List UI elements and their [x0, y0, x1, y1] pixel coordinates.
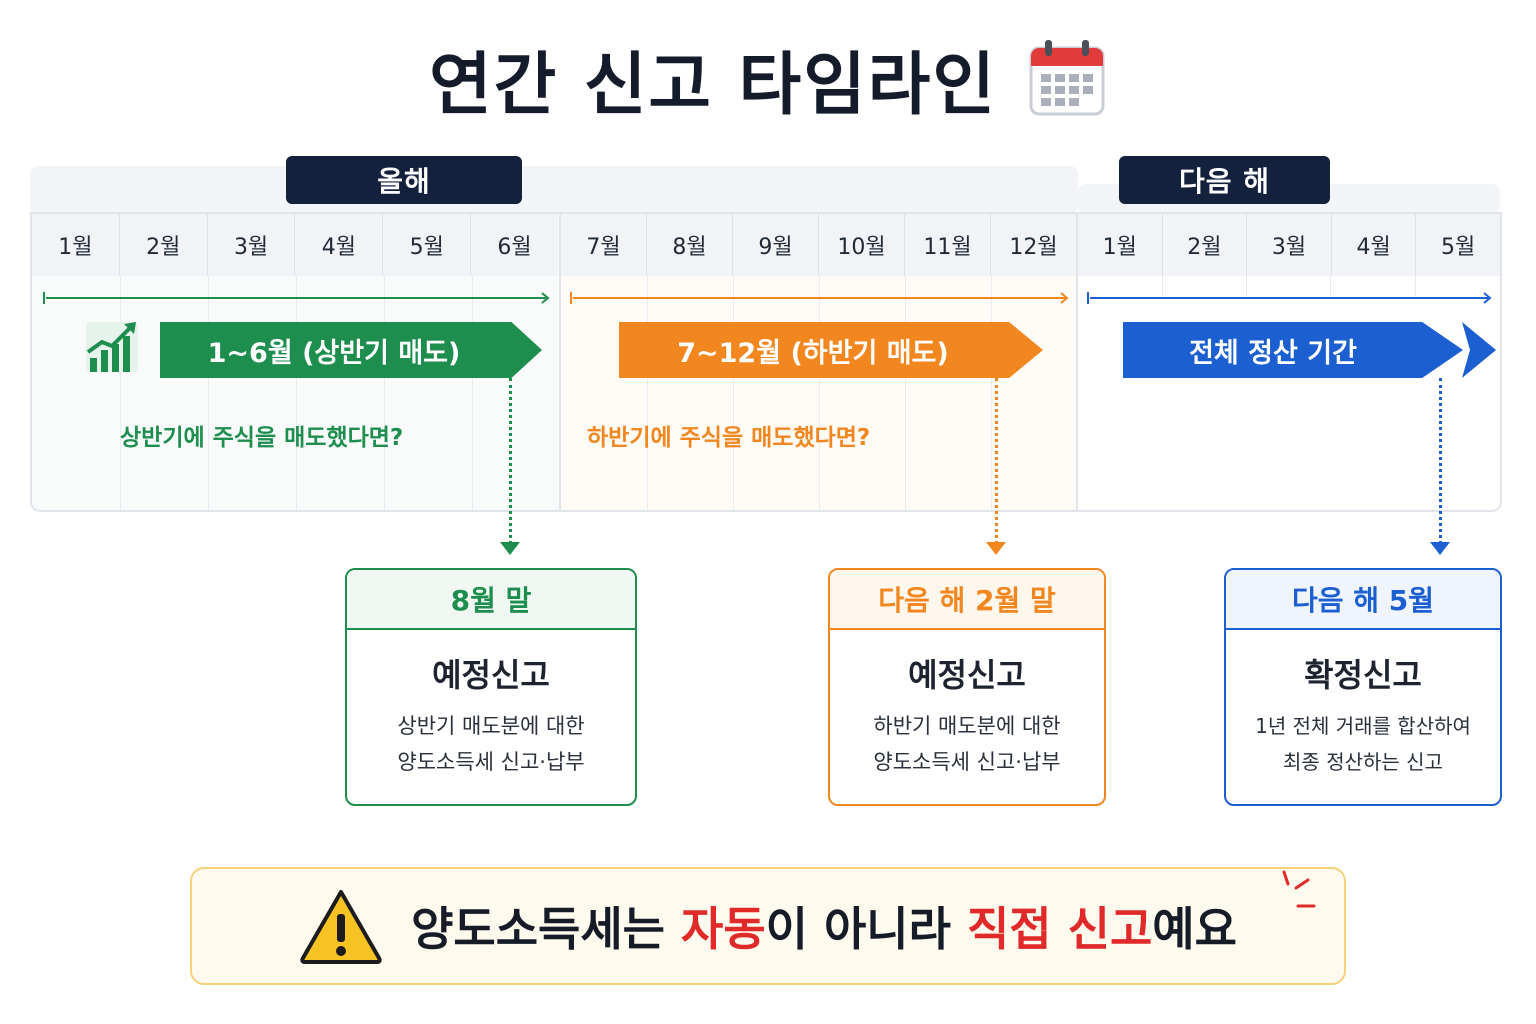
month-cell: 9월 [733, 214, 819, 276]
emphasis-marks-icon [1282, 870, 1316, 908]
connector-arrowhead [986, 542, 1006, 555]
card-desc-line: 하반기 매도분에 대한 [873, 714, 1061, 738]
card-desc-line: 최종 정산하는 신고 [1283, 750, 1443, 774]
month-cell: 1월 [32, 214, 120, 276]
card-deadline: 다음 해 2월 말 [830, 570, 1104, 630]
warning-icon [300, 890, 382, 964]
title-row: 연간 신고 타임라인 [0, 28, 1536, 128]
page-title: 연간 신고 타임라인 [429, 45, 997, 125]
month-cell: 2월 [1163, 214, 1248, 276]
card-deadline: 8월 말 [347, 570, 635, 630]
card-desc-line: 상반기 매도분에 대한 [397, 714, 585, 738]
month-cell: 2월 [120, 214, 208, 276]
month-header-row: 1월 2월 3월 4월 5월 [1078, 214, 1500, 276]
warning-banner: 양도소득세는 자동이 아니라 직접 신고예요 [190, 867, 1346, 985]
second-half-phase-arrow: 7~12월 (하반기 매도) [619, 322, 1043, 378]
card-title: 예정신고 [908, 656, 1026, 694]
month-cell: 4월 [295, 214, 384, 276]
month-cell: 6월 [497, 235, 532, 260]
this-year-strip [30, 166, 1078, 214]
month-cell: 3월 [208, 214, 296, 276]
this-year-label: 올해 [286, 156, 522, 204]
next-year-range-line [1090, 297, 1488, 299]
warning-text-part: 양도소득세는 [411, 902, 682, 956]
card-desc-line: 1년 전체 거래를 합산하여 [1255, 714, 1471, 738]
month-cell: 5월 [1441, 235, 1476, 260]
connector-arrowhead [1430, 542, 1450, 555]
card-description: 상반기 매도분에 대한 양도소득세 신고·납부 [347, 708, 635, 780]
first-half-phase-arrow: 1~6월 (상반기 매도) [160, 322, 542, 378]
month-cell: 8월 [647, 214, 733, 276]
next-year-phase-label: 전체 정산 기간 [1189, 337, 1357, 369]
connector-next-year [1439, 378, 1442, 544]
card-title: 예정신고 [432, 656, 550, 694]
double-chevron-icon [1462, 322, 1496, 378]
second-half-panel: 7월 8월 9월 10월 11월 12월 7~12월 (하반기 매도) 하반기에… [560, 212, 1078, 512]
card-description: 하반기 매도분에 대한 양도소득세 신고·납부 [830, 708, 1104, 780]
next-year-panel: 1월 2월 3월 4월 5월 전체 정산 기간 [1078, 212, 1502, 512]
first-half-question: 상반기에 주식을 매도했다면? [120, 425, 404, 451]
month-cell: 12월 [1009, 235, 1058, 260]
card-desc-line: 양도소득세 신고·납부 [873, 750, 1061, 774]
warning-text: 양도소득세는 자동이 아니라 직접 신고예요 [411, 893, 1237, 959]
card-second-half-preliminary: 다음 해 2월 말 예정신고 하반기 매도분에 대한 양도소득세 신고·납부 [828, 568, 1106, 806]
card-final-return: 다음 해 5월 확정신고 1년 전체 거래를 합산하여 최종 정산하는 신고 [1224, 568, 1502, 806]
month-cell: 4월 [1332, 214, 1417, 276]
month-cell: 5월 [383, 214, 472, 276]
month-cell: 10월 [819, 214, 905, 276]
first-half-range-line [46, 297, 546, 299]
card-desc-line: 양도소득세 신고·납부 [397, 750, 585, 774]
card-title: 확정신고 [1304, 656, 1422, 694]
month-cell: 11월 [905, 214, 991, 276]
calendar-icon [1029, 40, 1105, 116]
warning-text-part: 예요 [1152, 902, 1237, 956]
card-description: 1년 전체 거래를 합산하여 최종 정산하는 신고 [1226, 708, 1500, 780]
warning-emphasis-direct: 직접 신고 [966, 902, 1153, 956]
connector-first-half [509, 378, 512, 544]
month-header-row: 7월 8월 9월 10월 11월 12월 [561, 214, 1076, 276]
growth-chart-icon [86, 322, 138, 372]
second-half-phase-label: 7~12월 (하반기 매도) [677, 337, 949, 369]
second-half-range-line [573, 297, 1065, 299]
month-cell: 1월 [1078, 214, 1163, 276]
month-cell: 3월 [1247, 214, 1332, 276]
connector-second-half [995, 378, 998, 544]
next-year-label: 다음 해 [1119, 156, 1330, 204]
month-header-row: 1월 2월 3월 4월 5월 6월 [32, 214, 558, 276]
warning-emphasis-auto: 자동 [681, 902, 766, 956]
first-half-phase-label: 1~6월 (상반기 매도) [207, 337, 461, 369]
connector-arrowhead [500, 542, 520, 555]
month-cell: 7월 [561, 214, 647, 276]
warning-text-part: 이 아니라 [765, 902, 967, 956]
card-deadline: 다음 해 5월 [1226, 570, 1500, 630]
first-half-panel: 1월 2월 3월 4월 5월 6월 1~6월 (상반기 매도) 상반기에 주식을… [30, 212, 560, 512]
next-year-phase-arrow: 전체 정산 기간 [1123, 322, 1463, 378]
second-half-question: 하반기에 주식을 매도했다면? [587, 425, 871, 451]
card-first-half-preliminary: 8월 말 예정신고 상반기 매도분에 대한 양도소득세 신고·납부 [345, 568, 637, 806]
